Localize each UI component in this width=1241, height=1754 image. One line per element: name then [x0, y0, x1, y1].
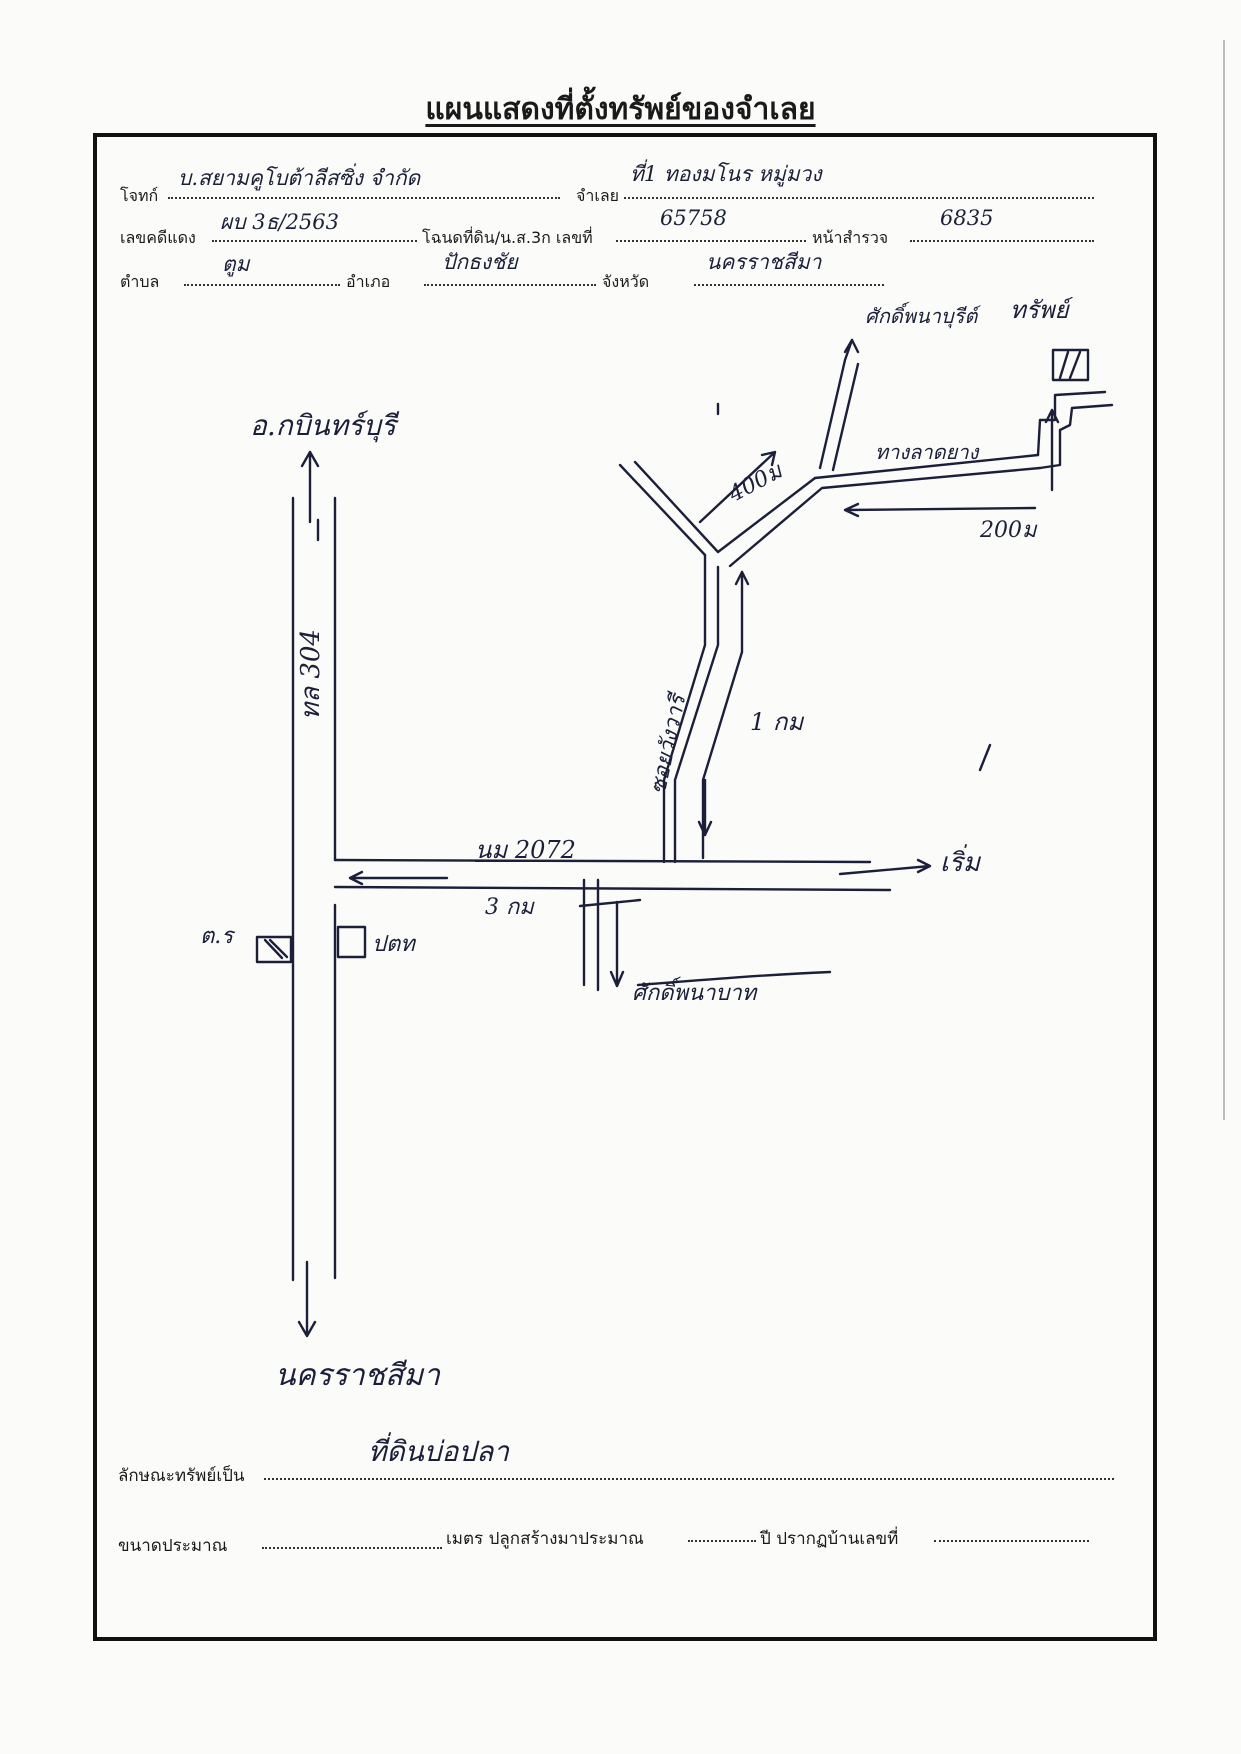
form-frame: [93, 133, 1157, 1641]
soi-west-edge: [662, 553, 707, 864]
north-branch-arrow: [843, 338, 860, 354]
road-2072-north-edge: [333, 858, 872, 864]
deed-value: 65758: [660, 206, 727, 230]
size-label: ขนาดประมาณ: [118, 1536, 228, 1556]
police-hatch: [263, 938, 289, 960]
plaintiff-line: [168, 197, 560, 199]
junction-west-arm: [618, 463, 707, 557]
soi-down-arrow: [697, 820, 713, 837]
page-title: แผนแสดงที่ตั้งทรัพย์ของจำเลย: [425, 92, 816, 127]
case-value: ผบ 3ธ/2563: [220, 210, 340, 234]
south-branch-arrow: [609, 900, 625, 988]
plaintiff-label: โจทก์: [120, 186, 159, 205]
case-label: เลขคดีแดง: [120, 228, 196, 247]
house-number-label: ปี ปรากฏบ้านเลขที่: [760, 1529, 899, 1549]
case-line: [212, 240, 417, 242]
meters-label: เมตร ปลูกสร้างมาประมาณ: [446, 1529, 644, 1549]
defendant-value: ที่1 ทองมโนร หมู่มวง: [630, 162, 822, 186]
gas-station-label: ปตท: [372, 932, 415, 957]
property-lane-outer: [1036, 390, 1107, 457]
size-line: [262, 1547, 442, 1549]
tambon-line: [184, 284, 340, 286]
survey-value: 6835: [940, 206, 994, 230]
amphoe-label: อำเภอ: [346, 272, 391, 291]
amphoe-value: ปักธงชัย: [442, 250, 518, 274]
distance-1km-label: 1 กม: [750, 708, 804, 736]
province-label: จังหวัด: [602, 272, 650, 291]
dist-400-arrow: [698, 450, 777, 524]
east-arrow: [838, 858, 932, 876]
property-type-line: [264, 1478, 1114, 1480]
highway-label: ทล 304: [296, 629, 326, 720]
distance-3km-label: 3 กม: [485, 895, 534, 920]
south-arrow: [297, 1260, 317, 1338]
distance-200m-label: 200ม: [980, 518, 1037, 543]
road-2072-south-edge: [333, 885, 892, 892]
province-value: นครราชสีมา: [706, 250, 822, 274]
dist-200-arrow: [843, 502, 1037, 518]
east-destination-label: เริ่ม: [940, 848, 980, 878]
stray-marks: [716, 402, 992, 772]
south-branch-label: ศักดิ์พนาบาท: [632, 981, 757, 1006]
police-box: [255, 935, 293, 964]
junction-east-upper: [813, 453, 1040, 480]
property-lane-inner: [1038, 403, 1114, 470]
house-number-line: [934, 1540, 1089, 1542]
property-type-value: ที่ดินบ่อปลา: [368, 1435, 510, 1468]
dist-3km-arrow: [348, 870, 449, 886]
deed-label: โฉนดที่ดิน/น.ส.3ก เลขที่: [422, 228, 593, 247]
south-branch-cross: [578, 898, 642, 908]
built-years-line: [688, 1540, 756, 1542]
property-box: [1051, 348, 1090, 382]
gas-station-box: [336, 925, 367, 959]
survey-line: [910, 240, 1094, 242]
dirt-road-label: ทางลาดยาง: [875, 440, 979, 464]
amphoe-line: [424, 284, 596, 286]
tambon-label: ตำบล: [120, 272, 160, 291]
junction-middle: [633, 460, 817, 554]
tambon-value: ตูม: [222, 252, 250, 276]
north-branch-label: ศักดิ์พนาบุรีต์: [865, 304, 978, 328]
soi-up-arrow: [734, 570, 750, 586]
south-branch-underline: [636, 970, 832, 987]
property-mark-label: ทรัพย์: [1010, 296, 1069, 324]
police-label: ต.ร: [200, 924, 234, 949]
property-hatch: [1058, 350, 1082, 380]
south-branch-road: [582, 878, 600, 992]
soi-center-line: [673, 565, 720, 864]
page-edge-line: [1223, 40, 1225, 1120]
lane-up-arrow: [1044, 408, 1060, 492]
north-branch-road: [818, 338, 860, 472]
south-destination-label: นครราชสีมา: [275, 1358, 440, 1393]
road-2072-label: นม 2072: [475, 836, 576, 864]
north-arrow: [300, 450, 320, 524]
soi-east-edge: [701, 578, 744, 860]
province-line: [694, 284, 884, 286]
deed-line: [616, 240, 806, 242]
north-destination-label: อ.กบินทร์บุรี: [250, 409, 396, 442]
junction-east-lower: [728, 466, 1042, 568]
survey-label: หน้าสำรวจ: [812, 228, 889, 247]
property-type-label: ลักษณะทรัพย์เป็น: [118, 1466, 245, 1486]
defendant-line: [624, 197, 1094, 199]
defendant-label: จำเลย: [576, 186, 620, 205]
plaintiff-value: บ.สยามคูโบต้าลีสซิ่ง จำกัด: [178, 166, 421, 190]
